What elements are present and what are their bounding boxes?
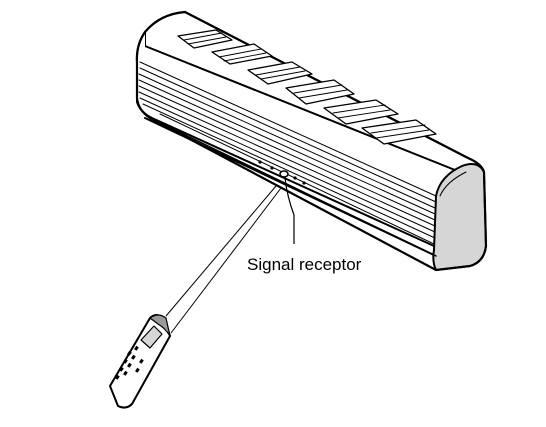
grille-slot [332, 104, 386, 114]
remote-display [140, 325, 163, 349]
panel-line [138, 73, 436, 209]
signal-receptor-label: Signal receptor [247, 255, 362, 274]
panel-line [138, 79, 436, 215]
remote-button [119, 366, 124, 372]
panel-line [139, 61, 437, 197]
grille-slot [298, 89, 348, 99]
beam-line [165, 185, 277, 317]
indicator-lamp [258, 160, 262, 164]
front-panel-lines [138, 61, 437, 239]
indicator-lamps [258, 160, 306, 185]
indoor-unit [135, 10, 488, 272]
end-cap-inner-curve [439, 171, 467, 197]
remote-buttons [115, 345, 144, 380]
grille-slot [223, 52, 267, 62]
remote-button [123, 370, 128, 376]
panel-line [138, 85, 436, 221]
grille-slot [370, 124, 426, 134]
panel-line [142, 103, 436, 239]
remote-button [127, 350, 132, 356]
signal-beam [165, 185, 282, 334]
outlet-inner-edge [159, 113, 435, 245]
grille-slot [337, 109, 391, 119]
indicator-lamp [293, 176, 297, 180]
remote-button [134, 345, 139, 351]
grille-slot [375, 129, 430, 139]
intake-grille-slots [183, 32, 430, 139]
grille-slot [183, 32, 223, 41]
remote-button [131, 354, 136, 360]
grille-slot [187, 36, 227, 45]
remote-button [123, 358, 128, 364]
beam-line [170, 187, 282, 334]
grille-slot [218, 48, 262, 58]
grille-slot [260, 70, 306, 80]
remote-button [127, 362, 132, 368]
grille-slot [255, 66, 301, 76]
grille-band [211, 43, 273, 65]
signal-receptor-window [279, 170, 289, 178]
remote-button [115, 374, 120, 380]
remote-side [149, 314, 171, 337]
panel-line [139, 67, 437, 203]
outlet-lower-edge [149, 117, 437, 257]
unit-outline [135, 10, 488, 272]
remote-button [135, 367, 140, 373]
panel-line [138, 91, 436, 227]
indicator-lamp [302, 181, 306, 185]
receptor-leader-line [284, 177, 295, 244]
remote-button [139, 358, 144, 364]
grille-slot [293, 84, 343, 94]
unit-right-end-cap [432, 163, 487, 271]
remote-control [109, 314, 171, 409]
indicator-lamp [270, 166, 274, 170]
panel-line [139, 97, 436, 233]
